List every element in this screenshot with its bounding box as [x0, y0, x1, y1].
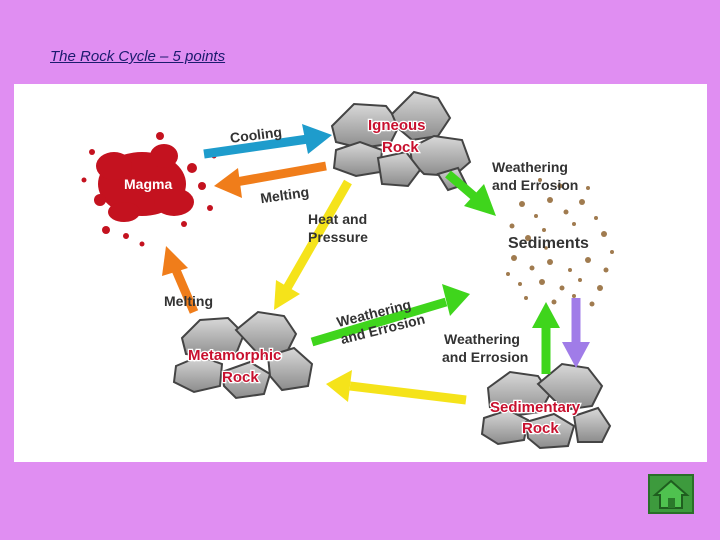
metamorphic-label-line1: Metamorphic	[188, 347, 281, 364]
weathering-top-label-line1: Weathering	[492, 159, 568, 175]
cooling-label: Cooling	[229, 124, 283, 146]
heat-pressure-label-line1: Heat and	[308, 211, 367, 227]
weathering-arrow-middle	[310, 284, 470, 347]
rock-cycle-diagram: Magma Igneous Rock Sediments	[14, 84, 707, 462]
metamorphic-rock-cluster	[172, 310, 314, 400]
home-icon	[652, 479, 690, 509]
melting-top-label: Melting	[259, 184, 310, 207]
sediments-label: Sediments	[508, 235, 589, 252]
melting-arrow-top	[214, 161, 327, 198]
heat-pressure-arrow	[274, 179, 352, 310]
igneous-label-line1: Igneous	[368, 117, 426, 134]
weathering-right-label-line1: Weathering	[444, 331, 520, 347]
sediment-particles	[506, 178, 614, 307]
compaction-arrow	[562, 298, 590, 368]
weathering-arrow-right	[532, 302, 560, 374]
igneous-label-line2: Rock	[382, 139, 419, 156]
sedimentary-label-line2: Rock	[522, 420, 559, 437]
weathering-arrow-top	[445, 170, 496, 216]
weathering-top-label-line2: and Errosion	[492, 177, 578, 193]
melting-left-label: Melting	[164, 293, 213, 309]
magma-splatter	[81, 132, 217, 247]
igneous-rock-cluster	[330, 90, 472, 192]
sedimentary-rock-cluster	[480, 362, 612, 450]
melting-arrow-left	[162, 246, 199, 314]
sedimentary-to-metamorphic-arrow	[326, 370, 467, 405]
heat-pressure-label-line2: Pressure	[308, 229, 368, 245]
slide-title: The Rock Cycle – 5 points	[50, 48, 226, 65]
sedimentary-label-line1: Sedimentary	[490, 399, 581, 416]
metamorphic-label-line2: Rock	[222, 369, 259, 386]
rock-cycle-svg: Magma Igneous Rock Sediments	[81, 90, 614, 450]
cooling-arrow	[203, 124, 332, 159]
weathering-right-label-line2: and Errosion	[442, 349, 528, 365]
home-button[interactable]	[648, 474, 694, 514]
magma-label: Magma	[124, 176, 172, 192]
